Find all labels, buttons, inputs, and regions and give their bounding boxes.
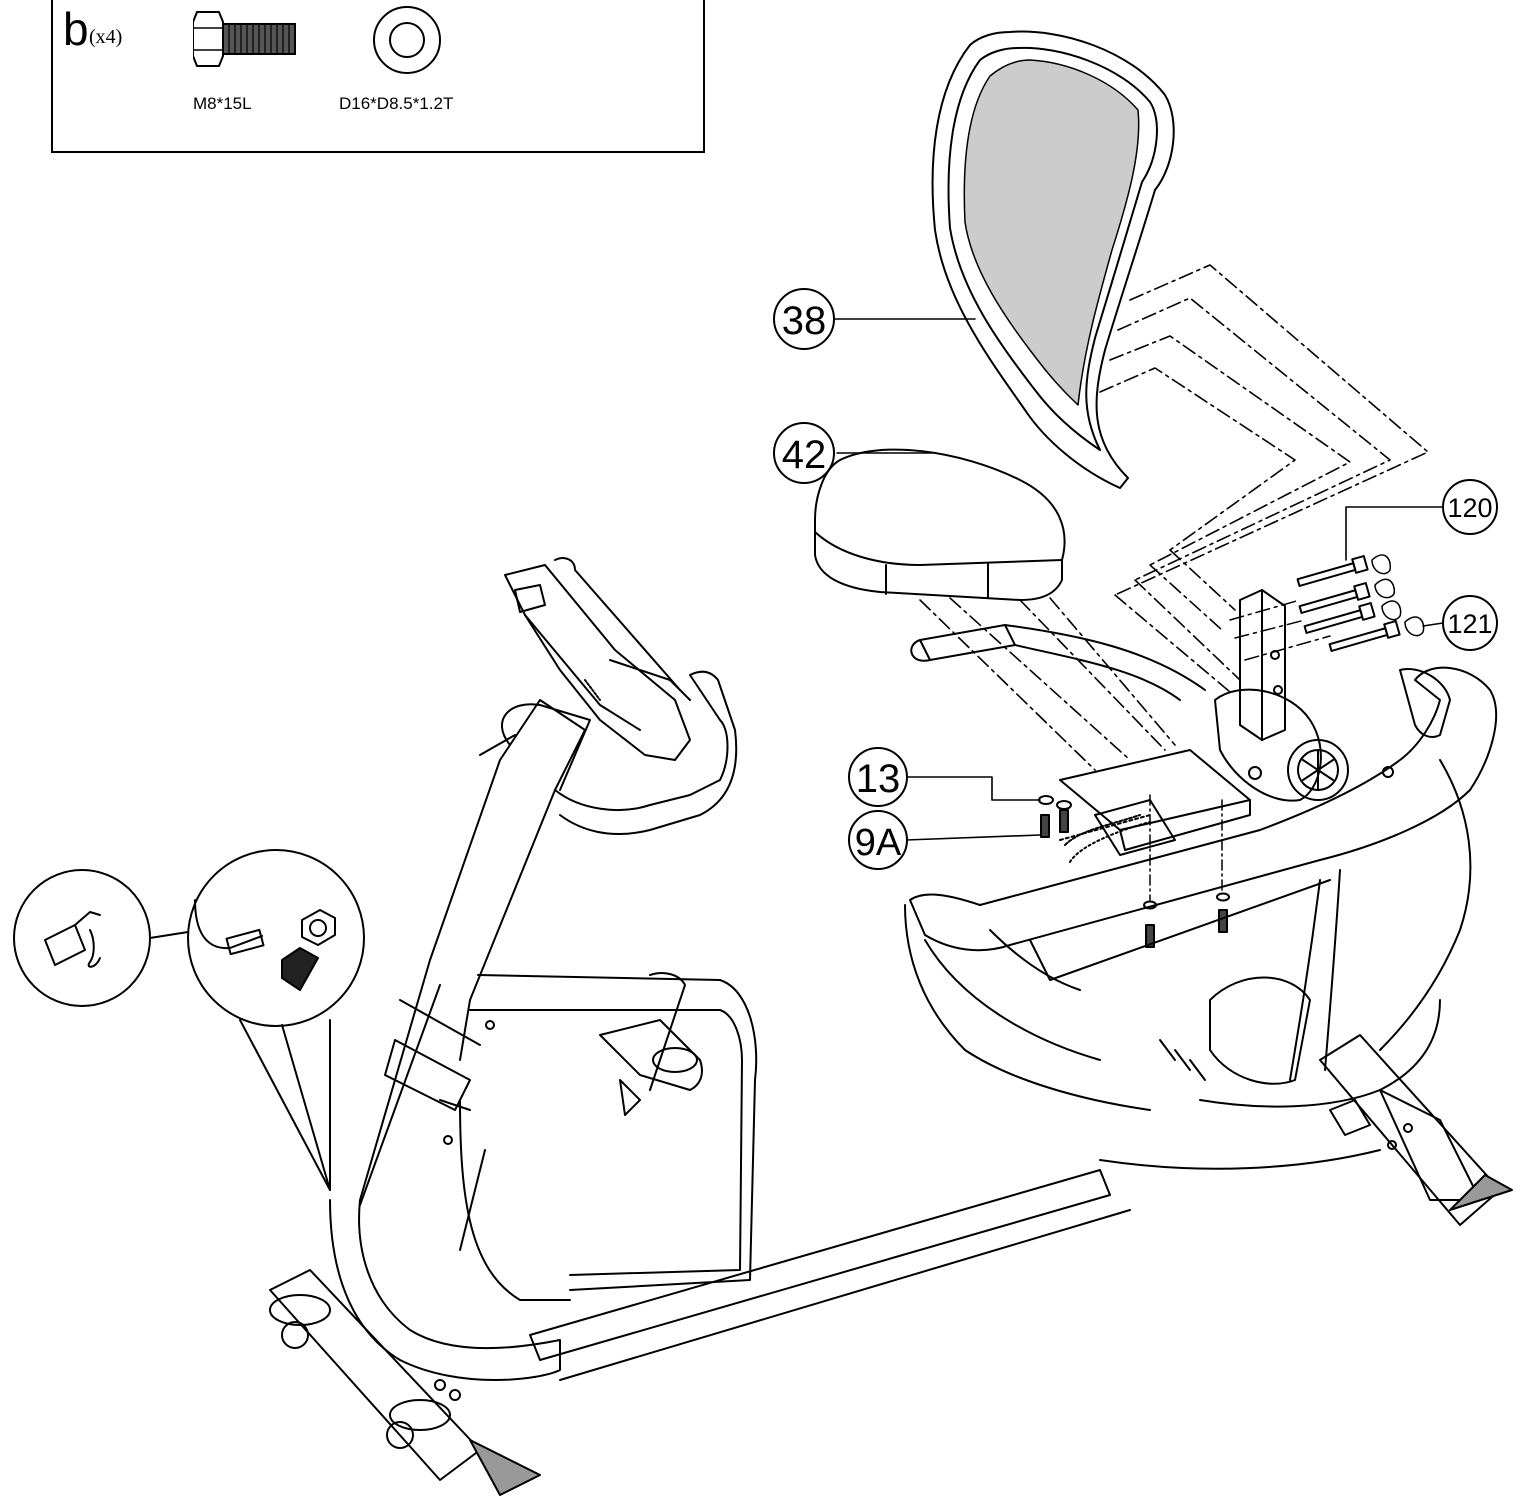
callout-9A: 9A	[848, 810, 908, 870]
hardware-letter: b	[63, 3, 89, 55]
callout-120: 120	[1442, 479, 1498, 535]
washer-spec-label: D16*D8.5*1.2T	[339, 94, 454, 113]
hardware-quantity: (x4)	[89, 26, 123, 48]
svg-text:121: 121	[1447, 609, 1492, 639]
seat-post-bracket	[1214, 589, 1349, 802]
callout-42: 42	[773, 422, 835, 484]
svg-text:120: 120	[1447, 493, 1492, 523]
callout-leaders	[833, 318, 1444, 841]
washer-icon	[373, 6, 441, 74]
end-caps-121	[1371, 554, 1425, 637]
svg-text:38: 38	[782, 299, 827, 343]
svg-text:42: 42	[782, 433, 827, 477]
console	[504, 557, 691, 761]
main-beam	[529, 1169, 1131, 1381]
callout-13: 13	[848, 747, 908, 807]
bolt-spec-label: M8*15L	[193, 94, 252, 113]
svg-text:9A: 9A	[855, 822, 902, 864]
hardware-parts-box: b (x4) M8*15L D16*D8.5*1.2T	[51, 0, 705, 153]
callout-121: 121	[1442, 595, 1498, 651]
rear-stabilizer	[1319, 1034, 1513, 1226]
bolt-icon	[193, 11, 296, 67]
rear-frame	[904, 666, 1498, 1170]
seat	[814, 448, 1066, 601]
front-frame	[329, 699, 758, 1381]
callout-38: 38	[773, 288, 835, 350]
console-mast	[479, 670, 738, 836]
backrest	[931, 30, 1175, 489]
hex-bolts-120	[1296, 555, 1401, 652]
seat-carriage	[910, 624, 1251, 863]
front-stabilizer	[269, 1269, 541, 1496]
pedal	[599, 972, 703, 1116]
carriage-screws	[1038, 794, 1230, 948]
adapter-detail	[13, 849, 365, 1191]
svg-text:13: 13	[856, 757, 901, 801]
